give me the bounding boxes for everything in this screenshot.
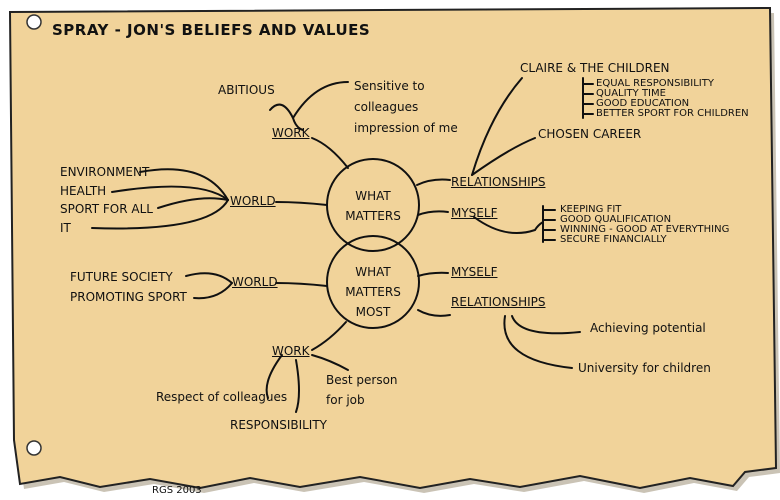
punch-hole-top [26, 14, 42, 30]
ambitious-label: ABITIOUS [218, 83, 275, 97]
best-person-line-1: Best person [326, 373, 398, 387]
claire-children-label: CLAIRE & THE CHILDREN [520, 61, 670, 75]
sensitive-line-2: colleagues [354, 100, 419, 114]
myself-item-3: WINNING - GOOD AT EVERYTHING [560, 224, 730, 235]
relationships-bottom-label: RELATIONSHIPS [451, 295, 546, 309]
world-item-sport-for-all: SPORT FOR ALL [60, 202, 153, 216]
what-matters-most-circle [326, 235, 420, 329]
claire-item-4: BETTER SPORT FOR CHILDREN [596, 108, 749, 119]
myself-item-4: SECURE FINANCIALLY [560, 234, 667, 245]
relationships-top-label: RELATIONSHIPS [451, 175, 546, 189]
what-matters-most-line-1: WHAT [355, 265, 391, 279]
work-bottom-label: WORK [272, 344, 310, 358]
chosen-career-label: CHOSEN CAREER [538, 127, 642, 141]
university-children-label: University for children [578, 361, 711, 375]
punch-hole-bottom [26, 440, 42, 456]
sensitive-note: Sensitive to colleagues impression of me [354, 76, 458, 139]
world-item-health: HEALTH [60, 184, 107, 198]
myself-top-label: MYSELF [451, 206, 498, 220]
world-top-label: WORLD [230, 194, 276, 208]
credit-text: RGS 2003 [152, 485, 202, 496]
what-matters-most-line-3: MOST [355, 305, 391, 319]
connector-lines [91, 77, 594, 413]
myself-bottom-label: MYSELF [451, 265, 498, 279]
sensitive-line-3: impression of me [354, 121, 458, 135]
what-matters-most-label: WHAT MATTERS MOST [328, 262, 418, 322]
what-matters-label: WHAT MATTERS [328, 186, 418, 226]
claire-item-3: GOOD EDUCATION [596, 98, 690, 109]
what-matters-line-2: MATTERS [345, 209, 401, 223]
world-item-environment: ENVIRONMENT [60, 165, 150, 179]
torn-paper-sheet [8, 6, 778, 490]
respect-colleagues-label: Respect of colleagues [156, 390, 288, 404]
achieving-potential-label: Achieving potential [590, 321, 706, 335]
most-world-item-promoting-sport: PROMOTING SPORT [70, 290, 187, 304]
world-item-it: IT [60, 221, 71, 235]
responsibility-label: RESPONSIBILITY [230, 418, 328, 432]
page-title: SPRAY - JON'S BELIEFS AND VALUES [52, 21, 371, 39]
myself-item-2: GOOD QUALIFICATION [560, 214, 672, 225]
best-person-note: Best person for job [326, 370, 398, 410]
most-world-item-future-society: FUTURE SOCIETY [70, 270, 173, 284]
sensitive-line-1: Sensitive to [354, 79, 425, 93]
work-top-label: WORK [272, 126, 310, 140]
claire-item-1: EQUAL RESPONSIBILITY [596, 78, 714, 89]
world-bottom-label: WORLD [232, 275, 278, 289]
myself-item-1: KEEPING FIT [560, 204, 622, 215]
claire-item-2: QUALITY TIME [596, 88, 666, 99]
best-person-line-2: for job [326, 393, 365, 407]
what-matters-line-1: WHAT [355, 189, 391, 203]
what-matters-most-line-2: MATTERS [345, 285, 401, 299]
